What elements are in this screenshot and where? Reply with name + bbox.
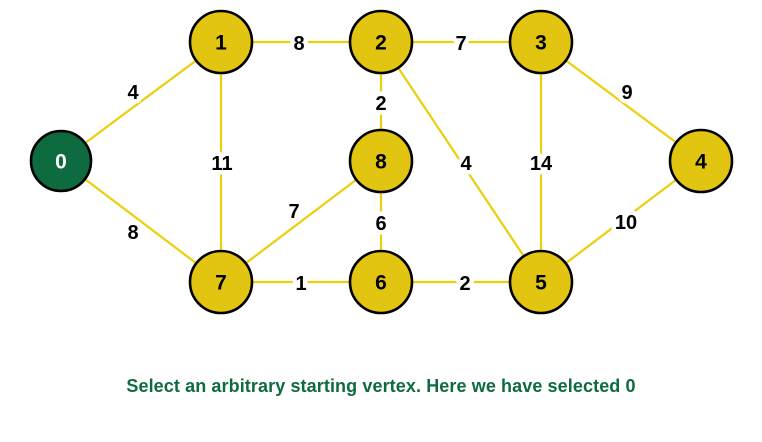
- node-5: 5: [508, 249, 574, 315]
- node-3: 3: [508, 9, 574, 75]
- node-2: 2: [348, 9, 414, 75]
- edge-weight-2-3: 7: [455, 33, 466, 55]
- node-7: 7: [188, 249, 254, 315]
- node-5-circle: [508, 249, 574, 315]
- edge-0-1: [60, 41, 222, 162]
- edge-weight-1-7: 11: [211, 153, 232, 175]
- edge-4-5: [540, 160, 702, 283]
- edge-2-5: [380, 41, 542, 283]
- edge-weight-1-2: 8: [293, 33, 304, 55]
- node-1-circle: [188, 9, 254, 75]
- node-7-label: 7: [215, 272, 227, 295]
- edge-weight-5-6: 2: [459, 273, 470, 295]
- edge-0-7: [60, 160, 222, 283]
- node-0-circle: [29, 129, 93, 193]
- edge-weight-2-8: 2: [375, 93, 386, 115]
- node-1: 1: [188, 9, 254, 75]
- node-4-label: 4: [695, 151, 707, 174]
- edge-weight-3-5: 14: [530, 153, 553, 175]
- node-1-label: 1: [215, 32, 227, 55]
- node-3-circle: [508, 9, 574, 75]
- edge-weight-0-1: 4: [127, 82, 139, 104]
- edge-3-4: [540, 41, 702, 162]
- node-2-label: 2: [375, 32, 387, 55]
- node-8-circle: [348, 128, 414, 194]
- edge-weight-7-8: 7: [288, 201, 299, 223]
- node-8-label: 8: [375, 151, 387, 174]
- edge-weight-6-7: 1: [295, 273, 306, 295]
- node-7-circle: [188, 249, 254, 315]
- edge-weight-2-5: 4: [460, 153, 472, 175]
- edge-weight-6-8: 6: [375, 213, 386, 235]
- edge-7-8: [220, 160, 382, 283]
- node-2-circle: [348, 9, 414, 75]
- node-0-label: 0: [55, 151, 67, 174]
- node-4: 4: [668, 128, 734, 194]
- node-8: 8: [348, 128, 414, 194]
- node-6: 6: [348, 249, 414, 315]
- edge-weight-3-4: 9: [621, 82, 632, 104]
- node-5-label: 5: [535, 272, 547, 295]
- node-4-circle: [668, 128, 734, 194]
- edge-weight-4-5: 10: [615, 212, 637, 234]
- caption-text: Select an arbitrary starting vertex. Her…: [126, 376, 636, 396]
- node-6-circle: [348, 249, 414, 315]
- node-0: 0: [29, 129, 93, 193]
- edge-weight-0-7: 8: [127, 222, 138, 244]
- node-6-label: 6: [375, 272, 387, 295]
- node-3-label: 3: [535, 32, 547, 55]
